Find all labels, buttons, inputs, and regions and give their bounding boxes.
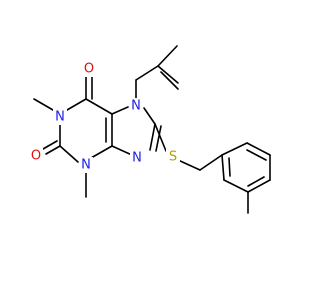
bond-ar2-double: [246, 149, 267, 161]
atom-o2: O: [29, 148, 43, 164]
bond-n7-c8: [143, 107, 156, 125]
atom-o6-label: O: [84, 62, 94, 77]
atom-o6: O: [82, 61, 96, 77]
bond-ar1: [221, 142, 248, 156]
bond-n1-c6: [66, 98, 87, 111]
atom-n9-label: N: [132, 151, 142, 166]
bond-ar4: [247, 179, 271, 193]
bond-alkene-ch2-double: [160, 71, 179, 90]
atom-n3-label: N: [81, 158, 91, 173]
atom-n1-label: N: [55, 110, 65, 125]
bond-n1-methyl: [33, 98, 54, 111]
bond-c2-o2-double: [42, 140, 58, 150]
bond-n9-c4: [111, 145, 133, 156]
bond-c5-n7: [111, 106, 129, 115]
bond-c8-n9-double: [155, 125, 162, 152]
atom-s-label: S: [169, 150, 177, 165]
bond-ar2: [246, 142, 271, 156]
atom-layer: O N O N N N S: [29, 61, 180, 173]
bond-c2-o2: [45, 145, 61, 155]
bond-c8-n9: [149, 123, 156, 151]
bond-ar6: [221, 154, 225, 181]
molecule-diagram: O N O N N N S: [29, 45, 271, 214]
atom-n7-label: N: [131, 99, 141, 114]
bond-ch2-alkene: [135, 65, 159, 81]
atom-n1: N: [53, 109, 67, 125]
bond-ar6-double: [228, 157, 231, 177]
bond-alkene-ch2: [157, 65, 179, 84]
bond-c6-c5: [85, 98, 113, 115]
bond-c8-s: [154, 123, 167, 152]
atom-n3: N: [79, 157, 93, 173]
atom-s: S: [166, 149, 180, 165]
bond-c4-n3: [90, 145, 113, 159]
bond-layer: [33, 45, 271, 214]
bond-s-ch2: [177, 159, 201, 171]
atom-o2-label: O: [31, 149, 41, 164]
bond-alkene-methyl: [157, 45, 178, 67]
atom-n9: N: [130, 150, 144, 166]
bond-ar5: [223, 179, 249, 193]
atom-n7: N: [129, 98, 143, 114]
bond-n3-c2: [59, 145, 79, 163]
bond-ch2-ring: [199, 154, 223, 171]
bond-ar4-double: [247, 176, 265, 187]
